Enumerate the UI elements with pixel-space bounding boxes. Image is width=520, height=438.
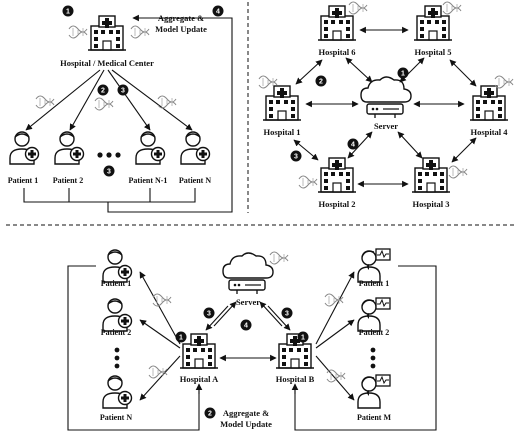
center-label: Hospital / Medical Center — [60, 58, 154, 68]
svg-text:2: 2 — [101, 88, 105, 95]
dna-icon — [269, 251, 289, 265]
aggregate-label-line2: Model Update — [220, 419, 272, 429]
svg-text:1: 1 — [301, 335, 305, 342]
dna-icon — [68, 25, 88, 39]
patient-heart-icon — [357, 374, 391, 409]
patient-icon — [102, 375, 133, 409]
dna-icon — [348, 1, 368, 15]
step-badge: 2 — [315, 75, 327, 87]
step-badge: 1 — [175, 331, 187, 343]
step-badge: 4 — [240, 319, 252, 331]
patient-heart-icon — [357, 248, 391, 283]
hospital-icon — [413, 5, 453, 41]
dna-icon — [442, 1, 462, 15]
dna-icon — [148, 365, 168, 379]
patient-icon — [102, 298, 133, 332]
step-badge: 3 — [281, 307, 293, 319]
ellipsis-dot — [115, 152, 121, 158]
dna-icon — [324, 293, 344, 307]
patient-label: Patient N — [100, 413, 132, 422]
patient-label: Patient N-1 — [129, 176, 168, 185]
aggregate-label-line2: Model Update — [155, 24, 207, 34]
step-badge: 4 — [212, 5, 224, 17]
ellipsis-dot — [370, 347, 376, 353]
svg-text:3: 3 — [107, 169, 111, 176]
hospital-a-label: Hospital A — [180, 374, 219, 384]
dna-icon — [494, 75, 514, 89]
svg-text:4: 4 — [244, 323, 248, 330]
svg-text:3: 3 — [294, 154, 298, 161]
patient-heart-icon — [357, 297, 391, 332]
step-badge: 4 — [347, 138, 359, 150]
step-badge: 1 — [297, 331, 309, 343]
ellipsis-dot — [370, 355, 376, 361]
patient-icon — [180, 131, 211, 165]
hospital-icon — [317, 5, 357, 41]
hospital-icon — [469, 85, 509, 121]
ellipsis-dot — [97, 152, 103, 158]
hospital-label: Hospital 2 — [318, 199, 355, 209]
panel-top-right: Server Hospital 6 Hospital 5 Hospital 1 … — [258, 1, 514, 209]
patient-label: Patient 1 — [8, 176, 38, 185]
step-badge: 3 — [290, 150, 302, 162]
step-badge: 3 — [117, 84, 129, 96]
hospital-icon — [275, 333, 315, 369]
svg-text:1: 1 — [66, 9, 70, 16]
svg-text:4: 4 — [216, 9, 220, 16]
hospital-icon — [411, 157, 451, 193]
hospital-b-label: Hospital B — [276, 374, 315, 384]
patient-label: Patient 2 — [101, 328, 131, 337]
hospital-icon — [317, 157, 357, 193]
svg-text:1: 1 — [179, 335, 183, 342]
step-badge: 1 — [62, 5, 74, 17]
ellipsis-dot — [106, 152, 112, 158]
step-badge: 3 — [103, 165, 115, 177]
patient-label: Patient N — [179, 176, 211, 185]
svg-text:3: 3 — [207, 311, 211, 318]
ellipsis-dot — [114, 347, 120, 353]
patient-label: Patient 2 — [53, 176, 83, 185]
panel-bottom: Server Hospital A Hospital B 3 3 4 1 1 P… — [67, 248, 437, 431]
step-badge: 2 — [97, 84, 109, 96]
step-badge: 1 — [397, 67, 409, 79]
svg-text:4: 4 — [351, 142, 355, 149]
ellipsis-dot — [114, 363, 120, 369]
panel-top-left: Hospital / Medical Center 1 4 Aggregate … — [8, 5, 233, 213]
dna-icon — [130, 25, 150, 39]
hospital-label: Hospital 5 — [414, 47, 451, 57]
dna-icon — [298, 175, 318, 189]
dna-icon — [35, 95, 55, 109]
patient-label: Patient 2 — [359, 328, 389, 337]
hospital-label: Hospital 6 — [318, 47, 355, 57]
patient-label: Patient 1 — [101, 279, 131, 288]
dna-icon — [94, 97, 114, 111]
patient-icon — [102, 249, 133, 283]
patient-label: Patient 1 — [359, 279, 389, 288]
patient-icon — [9, 131, 40, 165]
hospital-label: Hospital 4 — [470, 127, 508, 137]
hospital-label: Hospital 3 — [412, 199, 449, 209]
patient-icon — [135, 131, 166, 165]
patient-icon — [54, 131, 85, 165]
server-icon — [360, 76, 412, 119]
aggregate-label-line1: Aggregate & — [223, 408, 269, 418]
svg-text:1: 1 — [401, 71, 405, 78]
svg-text:2: 2 — [319, 79, 323, 86]
ellipsis-dot — [370, 363, 376, 369]
hospital-icon — [87, 15, 127, 51]
server-label: Server — [236, 297, 260, 307]
ellipsis-dot — [114, 355, 120, 361]
patient-label: Patient M — [357, 413, 391, 422]
svg-text:3: 3 — [121, 88, 125, 95]
hospital-label: Hospital 1 — [263, 127, 300, 137]
hospital-icon — [262, 85, 302, 121]
step-badge: 3 — [203, 307, 215, 319]
server-icon — [222, 252, 274, 295]
svg-text:3: 3 — [285, 311, 289, 318]
server-label: Server — [374, 121, 398, 131]
step-badge: 2 — [204, 407, 216, 419]
svg-text:2: 2 — [208, 411, 212, 418]
dna-icon — [448, 165, 468, 179]
